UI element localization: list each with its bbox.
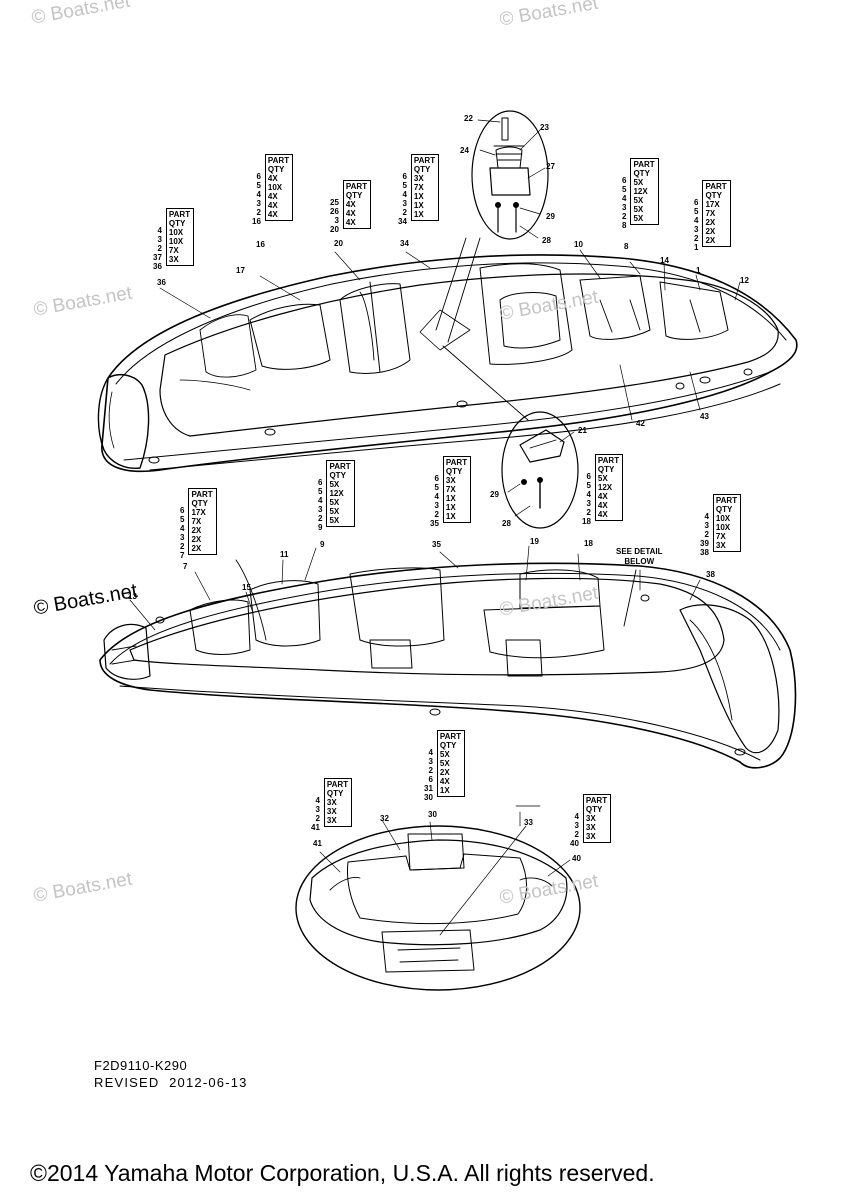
callout-label: 28	[502, 519, 511, 528]
see-detail-note: SEE DETAIL BELOW	[616, 547, 663, 567]
callout-label: 19	[530, 537, 539, 546]
callout-label: 24	[460, 146, 469, 155]
middle-deck-drawing	[99, 545, 797, 769]
callout-label: 21	[578, 426, 587, 435]
callout-label: 9	[320, 540, 325, 549]
callout-label: 32	[380, 814, 389, 823]
callout-label: 7	[183, 562, 188, 571]
callout-label: 12	[740, 276, 749, 285]
clip-detail-drawing	[501, 411, 579, 529]
callout-label: 17	[236, 266, 245, 275]
callout-label: 28	[542, 236, 551, 245]
callout-label: 33	[524, 818, 533, 827]
callout-label: 23	[540, 123, 549, 132]
callout-label: 35	[432, 540, 441, 549]
callout-label: 38	[706, 570, 715, 579]
see-detail-line-2: BELOW	[624, 557, 655, 566]
callout-label: 40	[572, 854, 581, 863]
callout-label: 41	[313, 839, 322, 848]
drawing-reference-code: F2D9110-K290	[94, 1058, 188, 1073]
callout-label: 14	[660, 256, 669, 265]
callout-label: 16	[256, 240, 265, 249]
callout-label: 30	[428, 810, 437, 819]
callout-label: 8	[624, 242, 629, 251]
callout-label: 11	[280, 550, 289, 559]
bracket-detail-drawing	[471, 110, 549, 240]
callout-label: 29	[546, 212, 555, 221]
see-detail-line-1: SEE DETAIL	[616, 547, 663, 556]
callout-label: 20	[334, 239, 343, 248]
copyright-notice: ©2014 Yamaha Motor Corporation, U.S.A. A…	[30, 1160, 655, 1186]
callout-label: 43	[700, 412, 709, 421]
callout-label: 27	[546, 162, 555, 171]
callout-label: 34	[400, 239, 409, 248]
callout-label: 42	[636, 419, 645, 428]
callout-label: 36	[157, 278, 166, 287]
callout-label: 15	[242, 583, 251, 592]
callout-label: 22	[464, 114, 473, 123]
callout-label: 18	[584, 539, 593, 548]
callout-label: 29	[490, 490, 499, 499]
storage-detail-drawing	[295, 805, 581, 991]
callout-label: 1	[696, 266, 701, 275]
callout-label: 13	[128, 592, 137, 601]
callout-label: 10	[574, 240, 583, 249]
upper-deck-drawing	[97, 237, 798, 473]
revision-date: REVISED 2012-06-13	[94, 1075, 248, 1090]
